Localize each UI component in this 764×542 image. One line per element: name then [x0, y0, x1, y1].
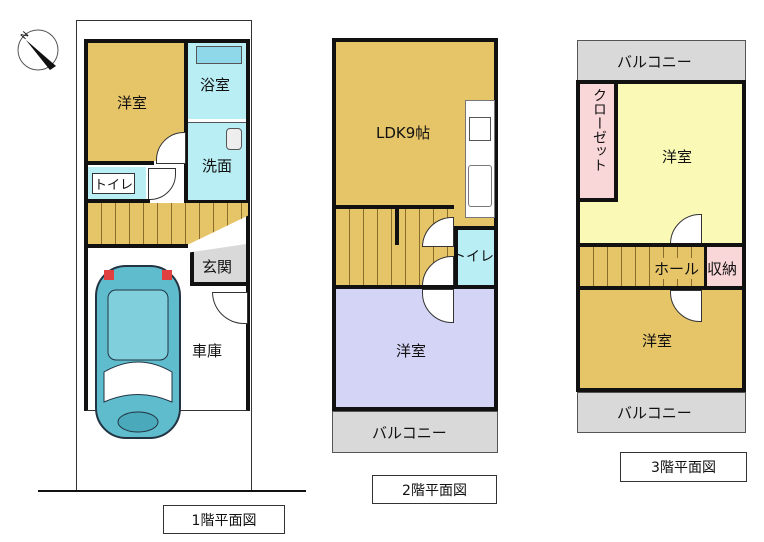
room-label: バルコニー [372, 424, 447, 442]
ground-line [38, 490, 306, 492]
building-outline [576, 80, 746, 392]
stairs-1f [88, 203, 248, 245]
room-label: 洋室 [396, 342, 427, 360]
room-label: トイレ [92, 173, 136, 194]
wall [580, 243, 742, 247]
wall [186, 200, 248, 204]
closet [580, 84, 618, 202]
wall [88, 199, 150, 203]
room-label: バルコニー [617, 404, 692, 422]
room-label: 浴室 [200, 76, 231, 94]
room-label: 洋室 [662, 148, 693, 166]
floor-1-caption: 1階平面図 [163, 505, 285, 534]
room-label: 洋室 [642, 332, 673, 350]
sink-icon [226, 128, 242, 150]
room-western-2f [336, 289, 494, 407]
wall [395, 205, 399, 245]
floor-2-caption: 2階平面図 [372, 475, 497, 504]
room-western-3f-bottom [580, 290, 742, 388]
storage [704, 247, 742, 287]
compass-icon: N [16, 28, 60, 72]
room-label: 車庫 [192, 342, 223, 360]
room-label: トイレ [452, 249, 494, 265]
room-label: 収納 [707, 260, 738, 278]
balcony-2f [332, 411, 498, 453]
building-outline [332, 38, 498, 411]
room-label: バルコニー [617, 53, 692, 71]
wall [88, 161, 154, 165]
bathtub-icon [196, 46, 242, 64]
wall [88, 244, 188, 248]
stairs-3f [580, 247, 706, 286]
sink-icon [468, 165, 492, 207]
room-label: 玄関 [202, 258, 233, 276]
lot-line [76, 20, 252, 492]
room-label: 洋室 [117, 94, 148, 112]
wall [580, 286, 742, 290]
room-label: クローゼット [591, 88, 607, 172]
room-label: LDK9帖 [376, 124, 431, 142]
floor-3-caption: 3階平面図 [620, 452, 747, 482]
stove-icon [469, 117, 491, 141]
wall [336, 285, 496, 289]
room-label: ホール [654, 258, 700, 279]
wall [184, 43, 188, 203]
car-icon [92, 262, 184, 442]
room-toilet-2f [454, 226, 494, 286]
room-label: 洗面 [202, 157, 233, 175]
balcony-3f-bottom [577, 392, 746, 433]
